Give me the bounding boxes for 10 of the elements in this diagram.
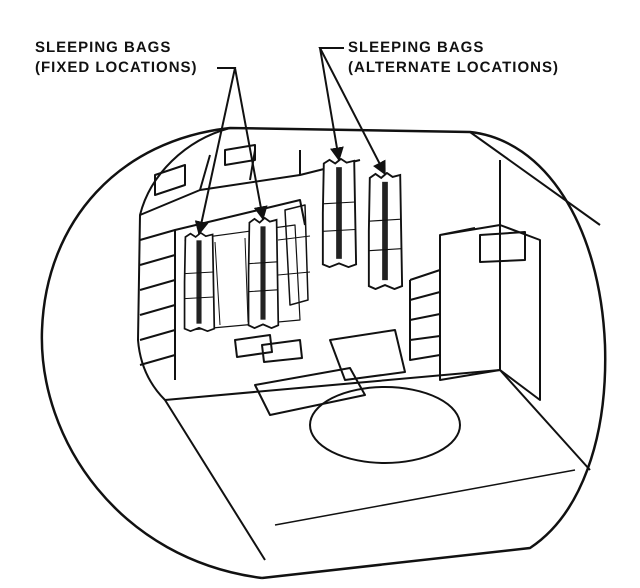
callout-label: SLEEPING BAGS (FIXED LOCATIONS) [35, 38, 225, 78]
sleeping-bag-drawing [182, 232, 216, 332]
leader-line [194, 67, 236, 236]
sleeping-bag-drawing [246, 217, 280, 329]
callout-label: SLEEPING BAGS (ALTERNATE LOCATIONS) [348, 38, 588, 78]
sleeping-bag-drawing [320, 158, 358, 268]
leader-line [318, 47, 344, 162]
leader-line [318, 47, 386, 176]
sleeping-bag-drawing [366, 172, 404, 290]
leader-line [217, 67, 268, 220]
